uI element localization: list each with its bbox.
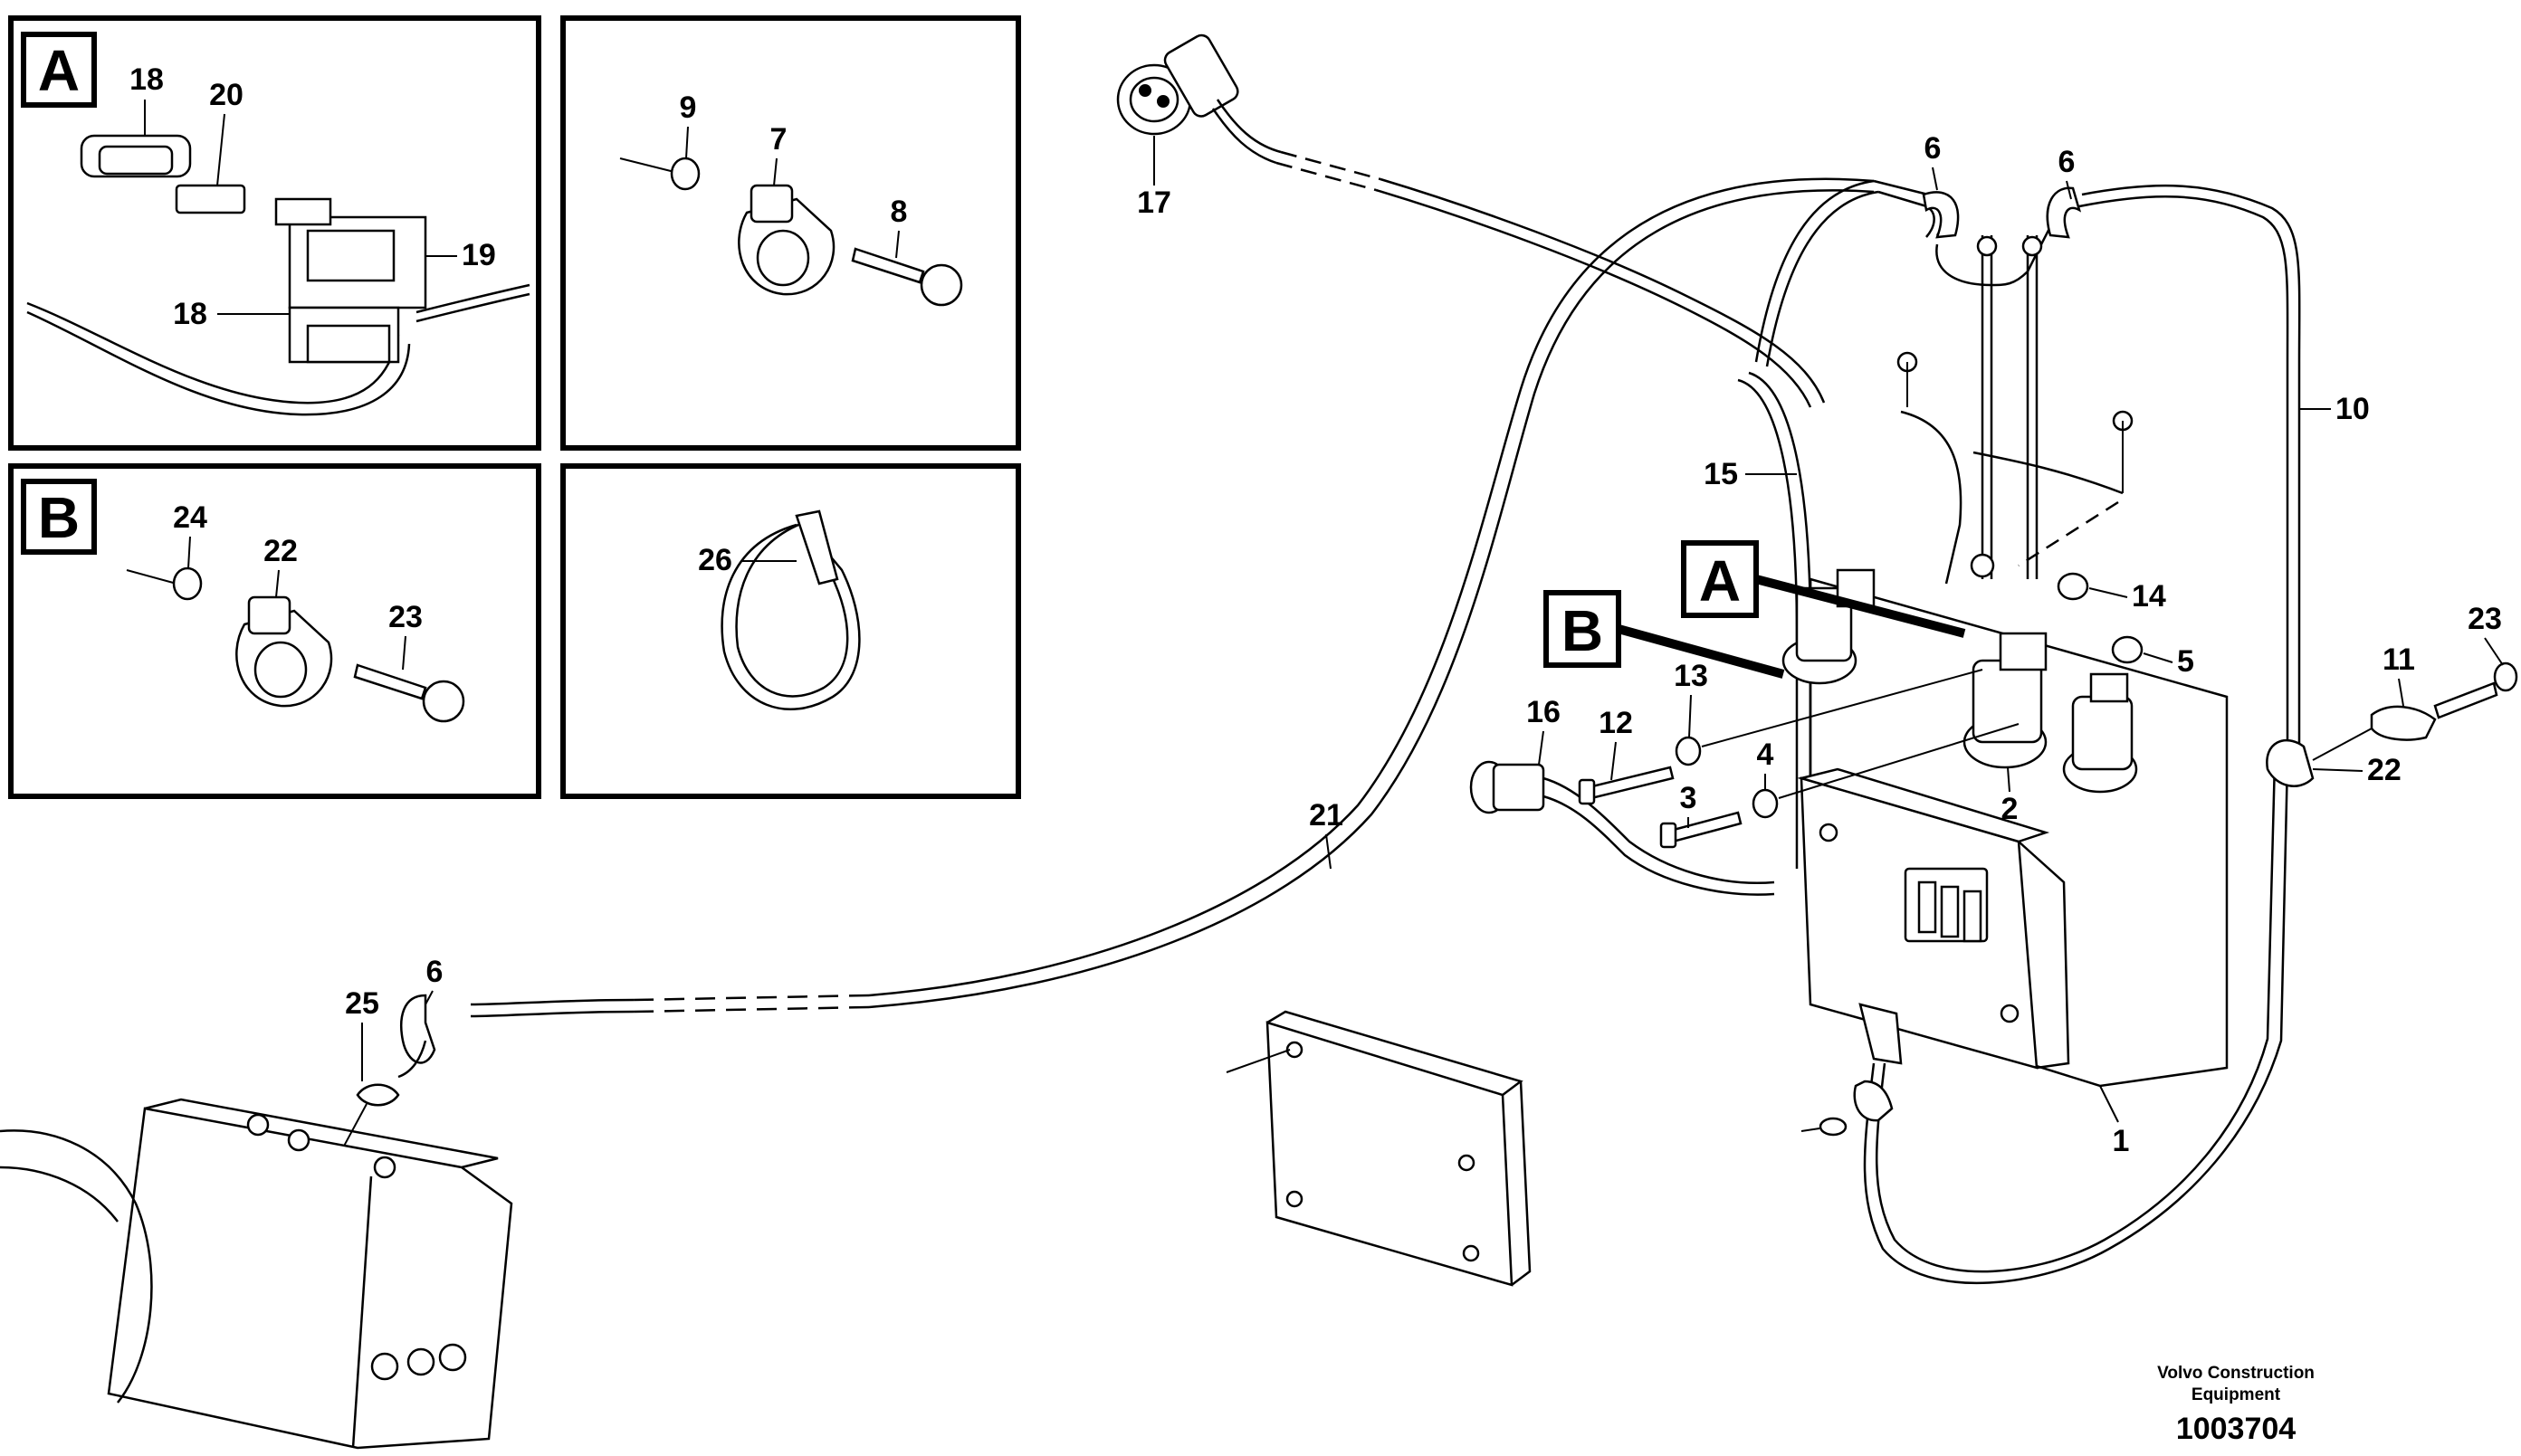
callout-25: 25 bbox=[345, 986, 379, 1021]
box-a-label: A bbox=[38, 38, 80, 103]
callout-14: 14 bbox=[2132, 579, 2166, 614]
callout-24: 24 bbox=[173, 500, 207, 535]
footer: Volvo Construction Equipment 1003704 bbox=[2157, 1364, 2315, 1446]
callout-1: 1 bbox=[2113, 1124, 2130, 1158]
callout-18: 18 bbox=[129, 62, 164, 97]
cover-plate bbox=[1226, 1010, 1532, 1287]
cable-tie-illustration bbox=[721, 509, 861, 710]
callout-4: 4 bbox=[1757, 738, 1774, 772]
solenoid-right bbox=[2062, 672, 2138, 794]
callout-10: 10 bbox=[2335, 392, 2370, 426]
company-line1: Volvo Construction bbox=[2157, 1364, 2315, 1383]
callout-18b: 18 bbox=[173, 297, 207, 331]
pointer-b-label: B bbox=[1561, 598, 1603, 663]
main-assembly bbox=[0, 33, 2518, 1450]
solenoid-left bbox=[1781, 568, 1876, 685]
pointer-a: A bbox=[1681, 540, 1966, 638]
callout-6-bottom: 6 bbox=[426, 955, 444, 989]
callout-22: 22 bbox=[263, 534, 298, 568]
callout-7: 7 bbox=[770, 122, 788, 157]
connector-16 bbox=[1469, 760, 1775, 896]
callout-13: 13 bbox=[1674, 659, 1708, 693]
pointer-b: B bbox=[1543, 590, 1785, 679]
callout-5: 5 bbox=[2177, 644, 2194, 679]
pointer-a-label: A bbox=[1699, 548, 1741, 614]
callout-11: 11 bbox=[2383, 642, 2415, 677]
callout-12: 12 bbox=[1599, 706, 1633, 740]
connector-17 bbox=[1116, 33, 1239, 136]
box-b-label: B bbox=[38, 485, 80, 550]
callout-20: 20 bbox=[209, 78, 244, 112]
callout-23-main: 23 bbox=[2468, 602, 2502, 636]
detail-box-b: B 24 22 23 bbox=[8, 463, 541, 799]
connector-parts-illustration bbox=[26, 134, 530, 416]
battery-box bbox=[0, 1098, 513, 1450]
callout-15: 15 bbox=[1704, 457, 1738, 491]
callout-17: 17 bbox=[1137, 186, 1171, 220]
callout-23: 23 bbox=[388, 600, 423, 634]
callout-3: 3 bbox=[1680, 781, 1697, 815]
callout-16: 16 bbox=[1526, 695, 1561, 729]
detail-box-clip: 9 7 8 bbox=[560, 15, 1021, 451]
solenoid-center bbox=[1962, 632, 2048, 769]
callout-9: 9 bbox=[680, 90, 697, 125]
callout-26: 26 bbox=[698, 543, 732, 577]
callout-22-main: 22 bbox=[2367, 753, 2402, 787]
junction-box bbox=[1797, 767, 2070, 1070]
clip-b-illustration bbox=[126, 566, 465, 723]
callout-6-left: 6 bbox=[1924, 131, 1942, 166]
callout-6-right: 6 bbox=[2058, 145, 2076, 179]
callout-2: 2 bbox=[2001, 792, 2019, 826]
part-number: 1003704 bbox=[2176, 1412, 2296, 1446]
detail-box-tie: 26 bbox=[560, 463, 1021, 799]
callout-19: 19 bbox=[462, 238, 496, 272]
callout-8: 8 bbox=[891, 195, 908, 229]
company-line2: Equipment bbox=[2192, 1385, 2281, 1404]
detail-box-a: A 18 20 19 18 bbox=[8, 15, 541, 451]
main-callouts: 17 6 6 10 15 14 5 23 11 22 13 12 16 4 3 … bbox=[345, 131, 2504, 1158]
callout-21: 21 bbox=[1309, 798, 1343, 833]
clip-illustration bbox=[619, 157, 963, 307]
